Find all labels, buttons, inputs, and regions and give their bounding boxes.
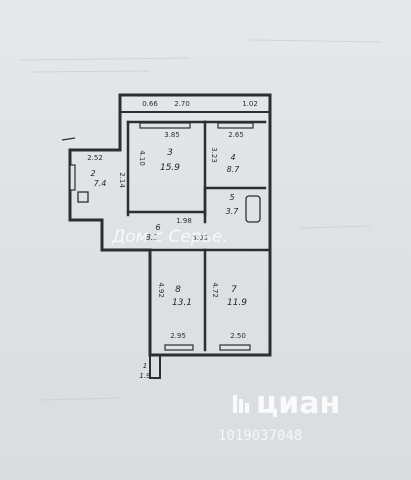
window-room4 [217, 122, 254, 129]
dim-1-98-label: 1.98 [176, 217, 192, 225]
bathtub [245, 195, 261, 223]
room-6-area: 8.1 [146, 233, 159, 242]
window-room7 [219, 344, 251, 351]
room-2-area: 7.4 [94, 179, 107, 188]
dim-3-23-label: 3.23 [210, 147, 218, 163]
window-room3 [139, 122, 191, 129]
room-5-area: 3.7 [226, 207, 240, 216]
cian-logo-icon [233, 395, 249, 413]
room-4-number: 4 [230, 153, 235, 162]
room-3-area: 15.9 [160, 163, 180, 173]
cian-logo-text: циан [256, 386, 340, 421]
fixtures [61, 137, 261, 223]
background-noise [19, 39, 381, 401]
agency-watermark: Дом с Серье. [111, 227, 228, 247]
dim-3-85-label: 3.85 [164, 131, 180, 139]
dim-2-14-label: 2.14 [118, 172, 126, 188]
balcony-wall-top [119, 94, 271, 113]
dim-4-10-label: 4.10 [138, 150, 146, 166]
windows [69, 122, 254, 351]
room-8-area: 13.1 [172, 298, 192, 308]
watermarks: Дом с Серье. циан 1019037048 [111, 227, 340, 444]
dim-0-66-label: 0.66 [142, 100, 158, 108]
dim-4-72-label: 4.72 [211, 282, 219, 298]
interior-walls [100, 120, 272, 352]
window-room8 [164, 344, 194, 351]
stove [77, 191, 89, 203]
dim-2-50-label: 2.50 [230, 332, 246, 340]
balcony-area: 1.9 [139, 372, 151, 380]
room-2-number: 2 [90, 169, 95, 178]
balcony-lower [149, 349, 161, 379]
dimension-labels: 0.66 2.70 1.02 3.85 2.65 4.10 3.23 2.52 2.14 1.98… [87, 100, 258, 340]
window-kitchen [69, 164, 76, 191]
room-4-area: 8.7 [227, 165, 241, 174]
listing-id-watermark: 1019037048 [218, 428, 302, 444]
room-7-number: 7 [231, 285, 237, 295]
room-3-number: 3 [167, 148, 173, 158]
room-5-number: 5 [229, 193, 234, 202]
room-8-number: 8 [175, 285, 181, 295]
balcony-rail [61, 137, 76, 141]
dim-2-65-label: 2.65 [228, 131, 244, 139]
cian-logo: циан [233, 386, 340, 421]
dim-1-02-label: 1.02 [242, 100, 258, 108]
balcony-number: 1 [143, 362, 147, 370]
dim-5-05-label: 5.05 [192, 234, 208, 242]
room-6-number: 6 [155, 223, 160, 232]
room-7-area: 11.9 [227, 298, 247, 308]
dim-4-92-label: 4.92 [157, 282, 165, 298]
dim-2-52-label: 2.52 [87, 154, 103, 162]
dim-2-95-label: 2.95 [170, 332, 186, 340]
dim-2-70-label: 2.70 [174, 100, 190, 108]
